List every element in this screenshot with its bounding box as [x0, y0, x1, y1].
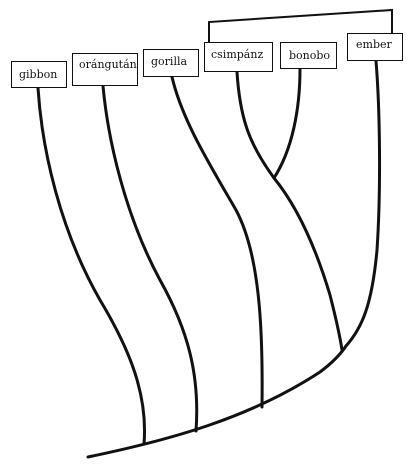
- branch-gorilla: [170, 75, 264, 409]
- label-orangutan: orángután: [72, 53, 138, 86]
- branch-bonobo: [272, 67, 302, 180]
- branch-orangutan: [101, 84, 199, 433]
- branch-gibbon: [36, 86, 147, 446]
- label-gibbon: gibbon: [11, 61, 67, 88]
- group-bracket: [208, 8, 393, 42]
- branch-ember: [344, 59, 382, 348]
- label-ember: ember: [347, 33, 403, 61]
- branch-chimp-bonobo-stem: [272, 176, 344, 352]
- branch-csimpanz: [235, 70, 276, 180]
- label-csimpanz: csimpánz: [204, 42, 273, 72]
- label-gorilla: gorilla: [143, 49, 199, 77]
- label-bonobo: bonobo: [280, 42, 337, 69]
- main-trunk: [86, 344, 348, 459]
